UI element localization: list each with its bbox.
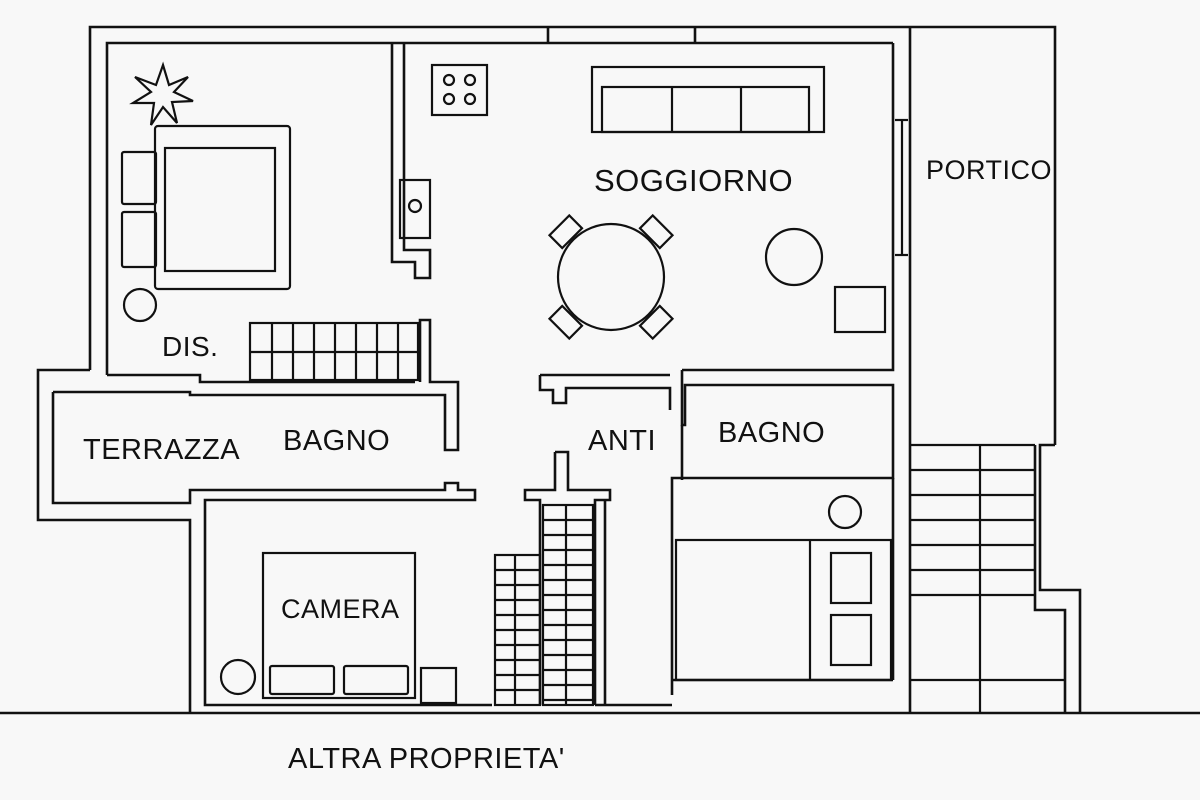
footer-label-altra-proprieta: ALTRA PROPRIETA' — [288, 743, 565, 775]
room-label-terrazza: TERRAZZA — [83, 434, 240, 466]
plant-icon — [129, 61, 194, 126]
room-label-bagno-2: BAGNO — [718, 417, 825, 449]
stairs-portico — [910, 445, 1065, 713]
room-label-soggiorno: SOGGIORNO — [594, 163, 793, 198]
stairs-dis — [248, 321, 420, 382]
room-label-camera: CAMERA — [281, 594, 400, 624]
room-label-bagno: BAGNO — [283, 425, 390, 457]
walls — [0, 25, 1200, 715]
furniture — [120, 61, 893, 705]
stairs-center — [493, 503, 595, 707]
room-label-dis: DIS. — [162, 331, 218, 362]
room-label-anti: ANTI — [588, 425, 656, 457]
room-label-portico: PORTICO — [926, 155, 1052, 185]
